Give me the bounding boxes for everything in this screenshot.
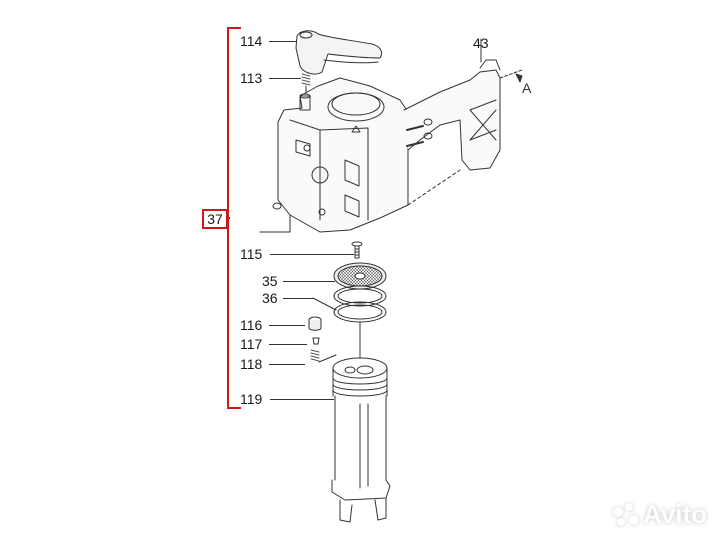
avito-logo-icon — [612, 502, 639, 527]
leader-113 — [269, 78, 301, 79]
leader-119 — [270, 399, 334, 400]
lever-114-drawing — [295, 30, 383, 75]
manifold-drawing — [403, 38, 523, 206]
part-label-117: 117 — [240, 336, 263, 352]
leader-36 — [283, 298, 313, 299]
leader-116 — [269, 325, 305, 326]
leader-114 — [269, 41, 299, 42]
part-label-36: 36 — [262, 290, 278, 306]
small-parts-drawing — [308, 316, 337, 363]
group-label-37: 37 — [202, 209, 228, 229]
leader-115 — [270, 254, 354, 255]
filter-screen-35-drawing — [333, 262, 387, 290]
leader-118 — [269, 364, 305, 365]
avito-watermark-text: Avito — [642, 499, 707, 529]
filter-cartridge-119-drawing — [331, 357, 391, 523]
avito-watermark: Avito — [612, 499, 707, 530]
part-label-118: 118 — [240, 356, 263, 372]
view-marker-a: A — [522, 80, 532, 96]
o-rings-36-drawing — [312, 285, 387, 359]
screw-115-drawing — [351, 241, 363, 259]
leader-117 — [269, 344, 307, 345]
part-label-116: 116 — [240, 317, 263, 333]
part-label-35: 35 — [262, 273, 278, 289]
part-label-119: 119 — [240, 391, 263, 407]
housing-drawing — [259, 77, 409, 233]
part-label-115: 115 — [240, 246, 263, 262]
leader-35 — [283, 281, 335, 282]
part-label-113: 113 — [240, 70, 263, 86]
part-label-114: 114 — [240, 33, 263, 49]
group-connector — [226, 217, 230, 219]
